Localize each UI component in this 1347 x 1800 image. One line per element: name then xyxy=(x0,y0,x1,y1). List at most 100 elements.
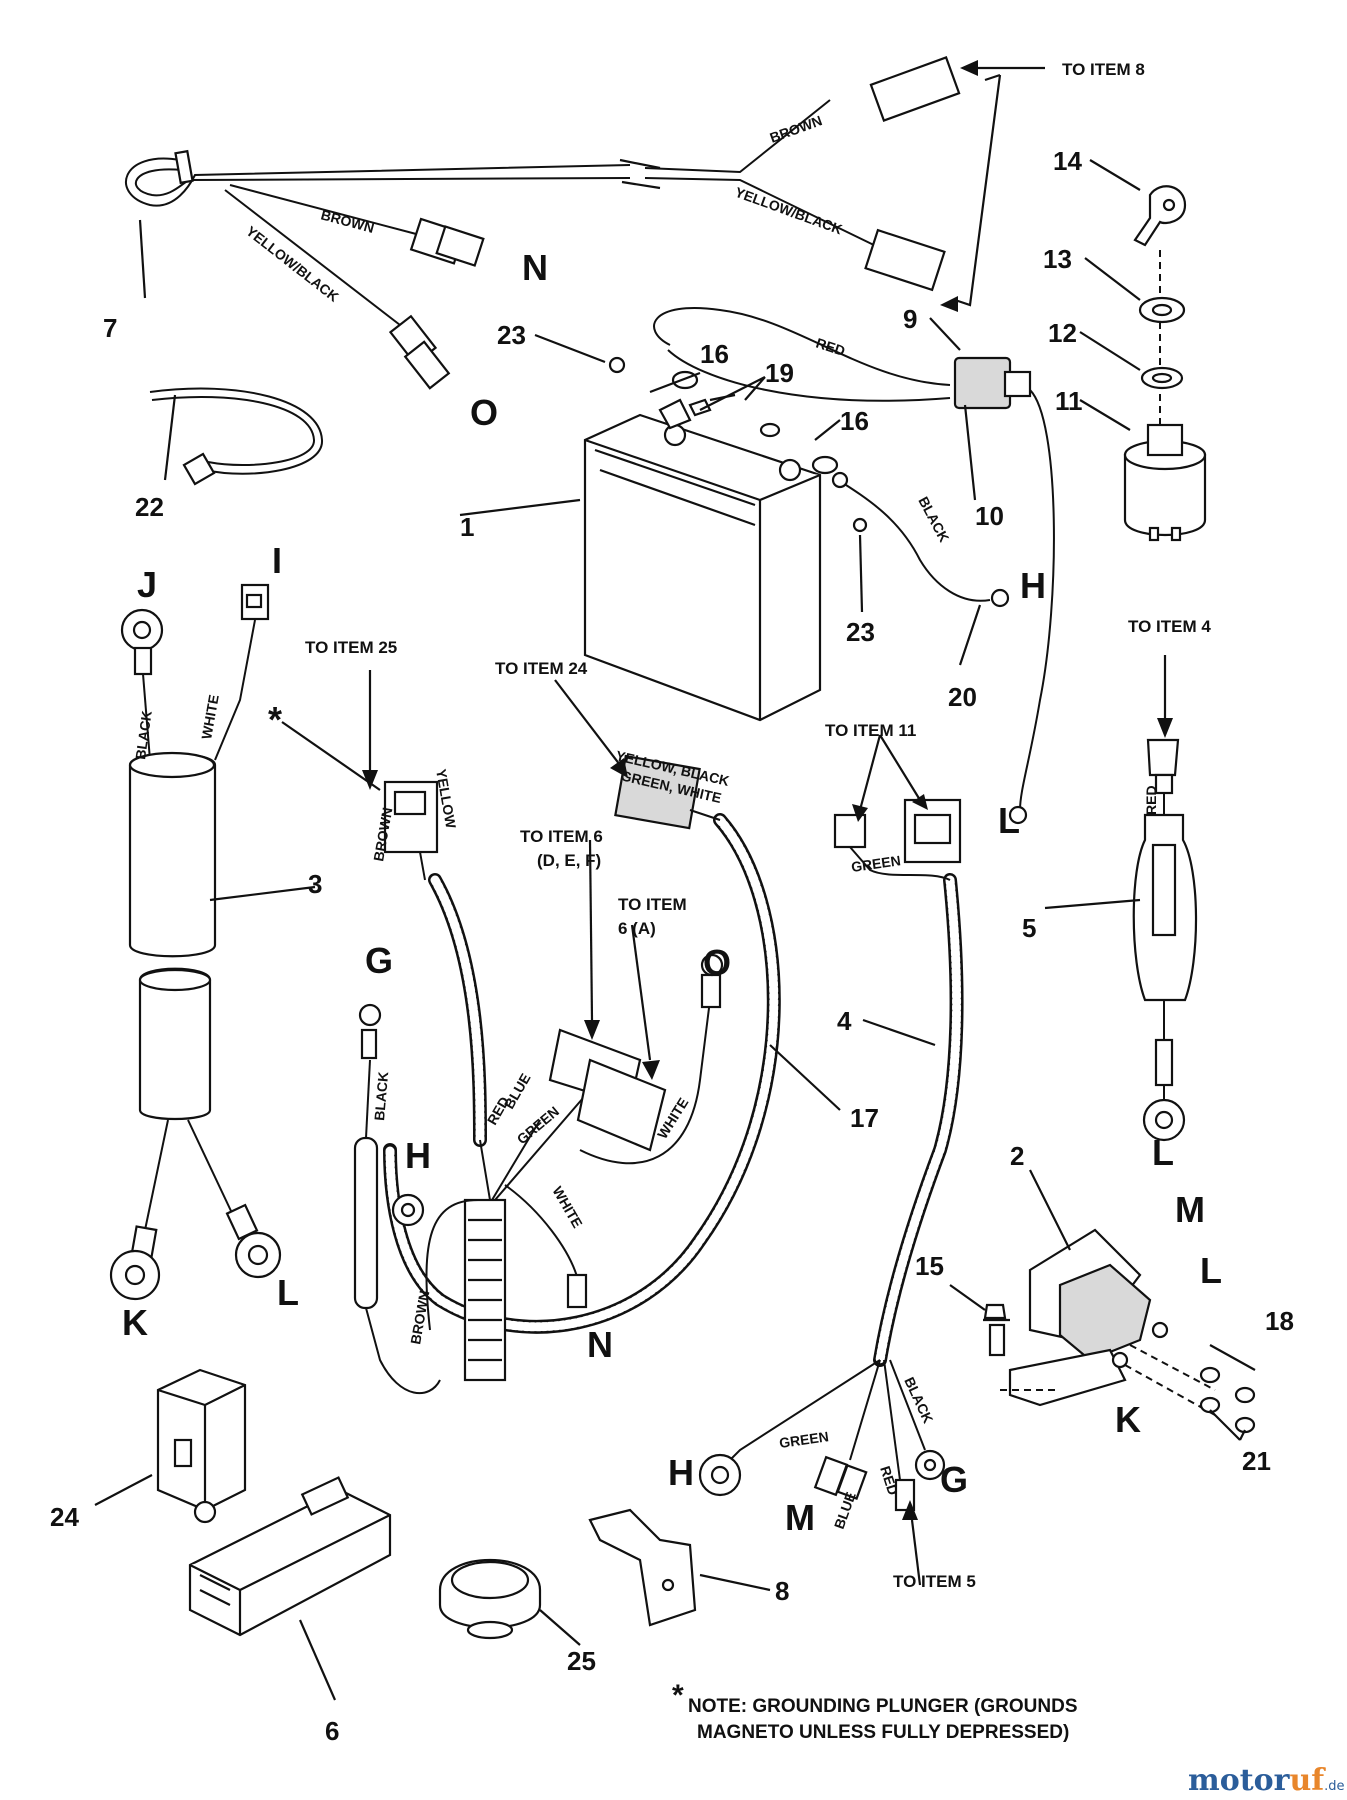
connector-item-6 xyxy=(188,1476,392,1637)
item-18-label: 18 xyxy=(1265,1306,1294,1336)
fuse-holder-item-9-10 xyxy=(653,307,1055,825)
item-number-labels: 1 2 3 4 5 6 7 8 9 10 11 12 13 14 15 16 1… xyxy=(50,146,1294,1746)
item-7-label: 7 xyxy=(103,313,117,343)
item-2-label: 2 xyxy=(1010,1141,1024,1171)
callout-to-item-6-a-line1: TO ITEM xyxy=(618,895,687,914)
letter-J: J xyxy=(137,564,157,605)
cable-tie-item-22 xyxy=(149,387,324,486)
wire-label-blue-4: BLUE xyxy=(831,1490,859,1531)
callout-to-item-4: TO ITEM 4 xyxy=(1128,617,1211,636)
item-24-label: 24 xyxy=(50,1502,79,1532)
watermark-part-1: motor xyxy=(1188,1763,1291,1798)
solenoid-item-2 xyxy=(983,1228,1256,1434)
letter-K-left: K xyxy=(122,1302,148,1343)
item-21-label: 21 xyxy=(1242,1446,1271,1476)
item-4-label: 4 xyxy=(837,1006,852,1036)
wire-label-yellow-black-7: YELLOW/BLACK xyxy=(243,223,342,305)
letter-L-left: L xyxy=(277,1272,299,1313)
ground-cable-item-20 xyxy=(831,471,1010,608)
leader-lines xyxy=(94,60,1256,1701)
item-14-label: 14 xyxy=(1053,146,1082,176)
callout-asterisk: * xyxy=(268,699,282,740)
letter-O-mid: O xyxy=(703,942,731,983)
callout-to-item-11: TO ITEM 11 xyxy=(825,721,916,740)
letter-H-right: H xyxy=(1020,565,1046,606)
callout-to-item-25: TO ITEM 25 xyxy=(305,638,397,657)
watermark-part-2: uf xyxy=(1289,1763,1326,1798)
buzzer-item-25 xyxy=(438,1558,542,1640)
item-8-label: 8 xyxy=(775,1576,789,1606)
letter-O-top: O xyxy=(470,392,498,433)
wire-label-red-top: RED xyxy=(814,335,847,359)
wire-label-brown-7: BROWN xyxy=(319,206,376,236)
harness-item-7 xyxy=(125,56,961,390)
inline-fuse-item-5 xyxy=(1132,738,1198,1142)
letter-M-solenoid: M xyxy=(1175,1189,1205,1230)
wire-label-blue-17: BLUE xyxy=(501,1070,534,1111)
sleeve-harness-item-3 xyxy=(109,583,282,1301)
watermark-suffix: .de xyxy=(1324,1779,1344,1794)
item-10-label: 10 xyxy=(975,501,1004,531)
watermark-text: motoruf.de xyxy=(1188,1763,1345,1798)
item-5-label: 5 xyxy=(1022,913,1036,943)
wire-label-yellow-black-top: YELLOW/BLACK xyxy=(733,184,844,238)
letter-K-solenoid: K xyxy=(1115,1399,1141,1440)
letter-M-bottom: M xyxy=(785,1497,815,1538)
wire-label-black-g: BLACK xyxy=(371,1071,391,1121)
letter-I: I xyxy=(272,540,282,581)
item-22-label: 22 xyxy=(135,492,164,522)
callout-to-item-6-def-line1: TO ITEM 6 xyxy=(520,827,603,846)
item-12-label: 12 xyxy=(1048,318,1077,348)
letter-H-bottom: H xyxy=(668,1452,694,1493)
item-20-label: 20 xyxy=(948,682,977,712)
letter-G-bottom: G xyxy=(940,1459,968,1500)
callout-labels: TO ITEM 8 TO ITEM 25 TO ITEM 24 TO ITEM … xyxy=(268,60,1211,1591)
battery-hardware xyxy=(608,356,868,533)
note-star: * xyxy=(672,1679,684,1712)
wire-label-green-4b: GREEN xyxy=(778,1428,830,1451)
letter-L-fuse: L xyxy=(1152,1132,1174,1173)
wire-label-white-17: WHITE xyxy=(549,1184,585,1231)
item-13-label: 13 xyxy=(1043,244,1072,274)
letter-N-top: N xyxy=(522,247,548,288)
letter-L-right: L xyxy=(998,800,1020,841)
note-line-1: NOTE: GROUNDING PLUNGER (GROUNDS xyxy=(688,1696,1078,1717)
note-block: * NOTE: GROUNDING PLUNGER (GROUNDS MAGNE… xyxy=(672,1679,1078,1743)
letter-L-solenoid: L xyxy=(1200,1250,1222,1291)
wire-label-red-5: RED xyxy=(1143,785,1159,815)
item-25-label: 25 xyxy=(567,1646,596,1676)
harness-item-4 xyxy=(698,798,964,1512)
item-23-label-b: 23 xyxy=(846,617,875,647)
item-19-label: 19 xyxy=(765,358,794,388)
note-line-2: MAGNETO UNLESS FULLY DEPRESSED) xyxy=(697,1722,1069,1743)
item-15-label: 15 xyxy=(915,1251,944,1281)
wire-label-white-3: WHITE xyxy=(198,693,222,740)
item-16-label-a: 16 xyxy=(700,339,729,369)
watermark-logo: motoruf.de xyxy=(1188,1763,1345,1798)
letter-H-mid: H xyxy=(405,1135,431,1176)
item-1-label: 1 xyxy=(460,512,474,542)
main-loom-item-17 xyxy=(353,754,781,1395)
wire-label-green-4: GREEN xyxy=(850,852,902,875)
callout-to-item-5: TO ITEM 5 xyxy=(893,1572,976,1591)
battery-item-1 xyxy=(583,398,822,722)
wire-label-green-17: GREEN xyxy=(514,1103,562,1147)
callout-to-item-6-def-line2: (D, E, F) xyxy=(537,851,601,870)
bolt-item-15 xyxy=(983,1303,1007,1320)
item-6-label: 6 xyxy=(325,1716,339,1746)
callout-to-item-6-a-line2: 6 (A) xyxy=(618,919,656,938)
wire-label-black-3: BLACK xyxy=(132,710,155,761)
bracket-item-8 xyxy=(588,1508,697,1627)
item-3-label: 3 xyxy=(308,869,322,899)
letter-N-bottom: N xyxy=(587,1324,613,1365)
relay-item-24 xyxy=(156,1368,247,1524)
item-17-label: 17 xyxy=(850,1103,879,1133)
wire-label-black-ground: BLACK xyxy=(915,494,952,545)
callout-to-item-8: TO ITEM 8 xyxy=(1062,60,1145,79)
item-11-label: 11 xyxy=(1055,386,1083,416)
callout-to-item-24: TO ITEM 24 xyxy=(495,659,588,678)
item-16-label-b: 16 xyxy=(840,406,869,436)
wire-label-brown-top: BROWN xyxy=(768,112,825,146)
letter-G-left: G xyxy=(365,940,393,981)
